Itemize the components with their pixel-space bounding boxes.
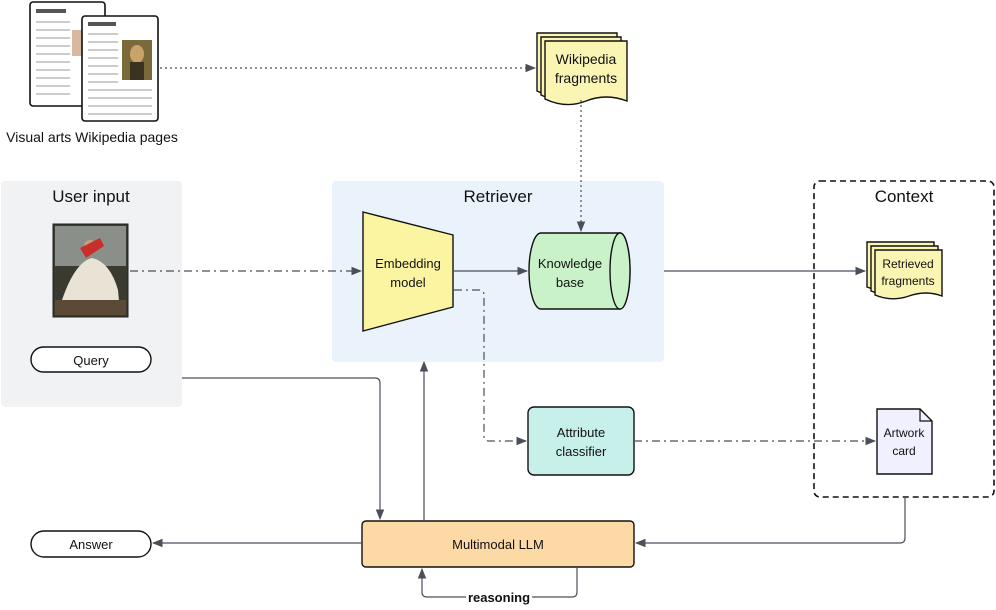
edge-query-to-llm bbox=[182, 377, 385, 521]
edge-context-to-llm bbox=[634, 498, 906, 548]
edge-embedding-to-classifier bbox=[454, 289, 528, 446]
retrieved-fragments-label-1: Retrieved bbox=[882, 257, 933, 271]
artwork-card-fold bbox=[919, 409, 932, 422]
knowledge-base-label-2: base bbox=[556, 275, 584, 290]
user-input-title: User input bbox=[52, 187, 130, 206]
artwork-card-label-2: card bbox=[892, 444, 915, 458]
reasoning-label: reasoning bbox=[468, 590, 530, 605]
multimodal-llm-label: Multimodal LLM bbox=[452, 537, 544, 552]
wikipedia-fragments-node bbox=[536, 32, 628, 106]
multimodal-llm-node bbox=[361, 520, 635, 568]
user-input-painting-image bbox=[52, 223, 129, 318]
wikipedia-pages-icon bbox=[29, 1, 159, 122]
embedding-model-label-1: Embedding bbox=[375, 256, 441, 271]
retrieved-fragments-label-2: fragments bbox=[881, 274, 934, 288]
wikipedia-pages-label: Visual arts Wikipedia pages bbox=[6, 129, 178, 145]
retrieved-fragments-node bbox=[866, 241, 943, 300]
artwork-card-label-1: Artwork bbox=[884, 426, 926, 440]
answer-pill bbox=[30, 530, 152, 558]
answer-label: Answer bbox=[69, 537, 113, 552]
query-label: Query bbox=[73, 353, 109, 368]
attribute-classifier-label-2: classifier bbox=[556, 444, 607, 459]
embedding-model-node bbox=[362, 211, 454, 332]
knowledge-base-node bbox=[528, 232, 631, 310]
attribute-classifier-label-1: Attribute bbox=[557, 425, 605, 440]
knowledge-base-label-1: Knowledge bbox=[538, 256, 602, 271]
reasoning-label-bg bbox=[466, 589, 532, 605]
retriever-title: Retriever bbox=[464, 187, 533, 206]
context-title: Context bbox=[875, 187, 934, 206]
artwork-card-node bbox=[876, 408, 933, 475]
query-pill bbox=[30, 346, 152, 373]
context-panel bbox=[813, 180, 995, 498]
wikipedia-fragments-label-1: Wikipedia bbox=[556, 51, 617, 67]
wikipedia-fragments-label-2: fragments bbox=[555, 70, 617, 86]
embedding-model-label-2: model bbox=[390, 275, 426, 290]
attribute-classifier-node bbox=[527, 406, 635, 476]
